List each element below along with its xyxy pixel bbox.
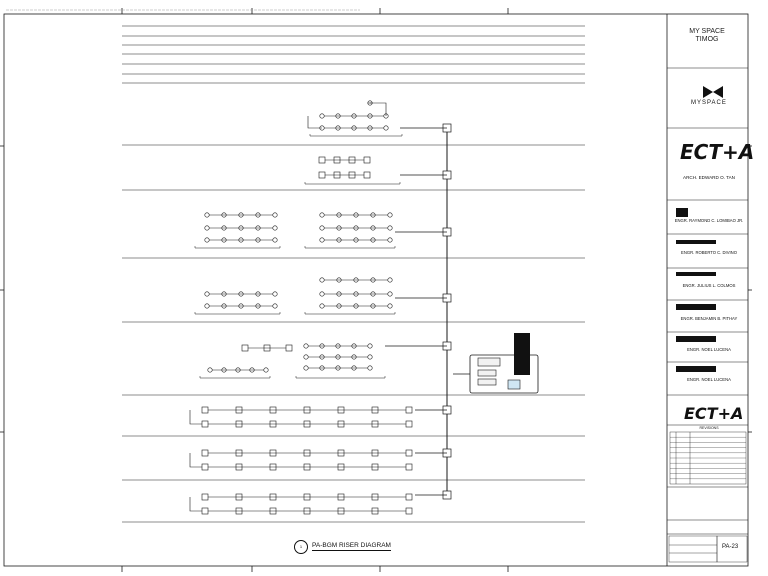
zone-bracket: [304, 246, 396, 249]
ceiling-speaker: [204, 303, 210, 309]
wall-speaker: [405, 449, 413, 457]
wall-speaker: [241, 344, 249, 352]
zone-bracket: [194, 312, 281, 315]
drawing-title: PA-BGM RISER DIAGRAM: [312, 542, 391, 551]
wall-speaker: [201, 406, 209, 414]
wall-speaker: [405, 463, 413, 471]
owner-logo-icon: [703, 86, 723, 98]
engineer-name: ENGR. NOEL LUCENA: [687, 347, 731, 352]
consultant-logos: [676, 208, 716, 372]
architect-logo-bottom: ECT+A: [684, 404, 744, 423]
ceiling-speaker: [319, 237, 325, 243]
owner-logo-text: MYSPACE: [691, 100, 727, 106]
ceiling-speaker: [204, 237, 210, 243]
engineer-name: ENGR. NOEL LUCENA: [687, 377, 731, 382]
ceiling-speaker: [387, 225, 393, 231]
ceiling-speaker: [204, 291, 210, 297]
ceiling-speaker: [272, 291, 278, 297]
wall-speaker: [405, 420, 413, 428]
border-ticks: [0, 8, 752, 572]
title-block-rows: [667, 67, 748, 535]
wall-speaker: [201, 449, 209, 457]
wall-speaker: [201, 493, 209, 501]
wall-speaker: [363, 156, 371, 164]
wall-speaker: [201, 420, 209, 428]
ceiling-speaker: [272, 237, 278, 243]
ceiling-speaker: [387, 212, 393, 218]
ceiling-speaker: [367, 343, 373, 349]
ceiling-speaker: [367, 365, 373, 371]
engineer-name: ENGR. RAYMOND C. LOMIBAO JR.: [674, 218, 744, 223]
sheet-info-boxes: [668, 535, 748, 563]
wall-speaker: [285, 344, 293, 352]
ceiling-speaker: [263, 367, 269, 373]
ceiling-speaker: [319, 225, 325, 231]
zone-bracket: [199, 376, 271, 379]
zone-bracket: [304, 182, 401, 185]
speaker-devices: [189, 100, 452, 515]
ceiling-speaker: [387, 237, 393, 243]
revisions-heading: REVISIONS: [699, 426, 719, 430]
ceiling-speaker: [367, 354, 373, 360]
bgm-player: [477, 369, 497, 377]
revisions-rows: [670, 437, 746, 479]
project-name-line2: TIMOG: [695, 36, 719, 43]
wall-speaker: [201, 507, 209, 515]
project-name-line1: MY SPACE: [689, 28, 725, 35]
ceiling-speaker: [272, 225, 278, 231]
ceiling-speaker: [303, 343, 309, 349]
wall-speaker: [318, 156, 326, 164]
ceiling-speaker: [319, 291, 325, 297]
ceiling-speaker: [207, 367, 213, 373]
architect-name: ARCH. EDWARD O. TAN: [683, 175, 735, 180]
ceiling-speaker: [303, 365, 309, 371]
paging-microphone: [507, 379, 521, 390]
ceiling-speaker: [303, 354, 309, 360]
architect-logo: ECT+A: [680, 140, 755, 164]
zone-bracket: [295, 376, 386, 379]
zone-bracket: [309, 134, 403, 137]
ceiling-speaker: [383, 125, 389, 131]
engineer-name: ENGR. ROBERTO C. DIVINO: [681, 250, 737, 255]
floor-level-lines: [122, 25, 585, 523]
drawing-number: 1: [294, 540, 308, 554]
ceiling-speaker: [387, 291, 393, 297]
tuner: [477, 378, 497, 386]
ceiling-speaker: [387, 277, 393, 283]
ceiling-speaker: [319, 277, 325, 283]
ceiling-speaker: [204, 212, 210, 218]
ceiling-speaker: [272, 212, 278, 218]
project-name: MY SPACE TIMOG: [668, 28, 746, 44]
wall-speaker: [363, 171, 371, 179]
zone-bracket: [304, 312, 396, 315]
ceiling-speaker: [319, 212, 325, 218]
zone-bracket: [194, 246, 281, 249]
sheet-number: PA-23: [722, 544, 739, 550]
ceiling-speaker: [204, 225, 210, 231]
wall-speaker: [318, 171, 326, 179]
wall-speaker: [201, 463, 209, 471]
engineer-name: ENGR. JULIUS L. COLMOS: [682, 283, 736, 288]
head-end-equipment: [453, 333, 539, 394]
wall-speaker: [405, 507, 413, 515]
equipment-rack: [514, 333, 530, 375]
wall-speaker: [405, 493, 413, 501]
mixer-amplifier: [477, 357, 501, 367]
wall-speaker: [405, 406, 413, 414]
sheet-border: [3, 13, 749, 567]
ceiling-speaker: [319, 303, 325, 309]
engineer-name: ENGR. BENJAMIN B. PITHAY: [680, 316, 738, 321]
ceiling-speaker: [272, 303, 278, 309]
ceiling-speaker: [387, 303, 393, 309]
ceiling-speaker: [319, 113, 325, 119]
